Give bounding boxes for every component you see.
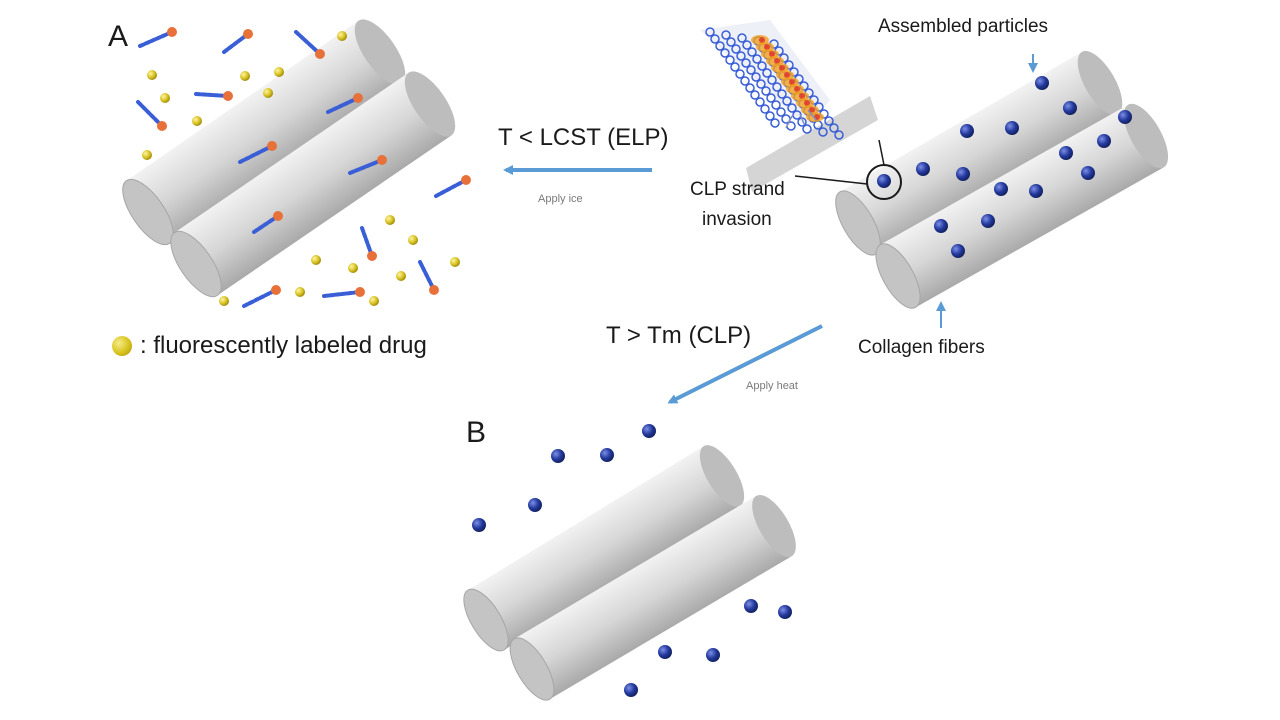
elp-clp-conjugate (238, 141, 277, 164)
process-arrows (503, 54, 1038, 404)
collagen-fiber (509, 494, 796, 701)
elp-clp-conjugate (138, 27, 177, 48)
assembled-particle (1081, 166, 1095, 180)
collagen-fiber (835, 50, 1123, 256)
elp-clp-conjugate (322, 287, 365, 298)
assembled-particles-label: Assembled particles (878, 16, 1049, 37)
drug-molecule (408, 235, 418, 245)
elp-clp-conjugate (434, 175, 471, 198)
drug-molecule (385, 215, 395, 225)
assembled-particle (744, 599, 758, 613)
drug-molecule (263, 88, 273, 98)
assembled-particle (916, 162, 930, 176)
assembled-particle (877, 174, 891, 188)
drug-molecule (311, 255, 321, 265)
assembled-particle (528, 498, 542, 512)
drug-molecule (240, 71, 250, 81)
elp-clp-conjugate (294, 30, 325, 59)
heat-arrow (667, 324, 823, 404)
elp-clp-conjugate (418, 260, 439, 295)
ice-action-label: Apply ice (538, 193, 583, 205)
drug-molecule (450, 257, 460, 267)
elp-clp-conjugate (222, 29, 253, 54)
drug-molecule (369, 296, 379, 306)
invasion-label: invasion (702, 209, 772, 230)
elp-clp-conjugate (252, 211, 283, 234)
drug-molecule (295, 287, 305, 297)
collagen-fiber (122, 19, 406, 246)
assembled-particle (1097, 134, 1111, 148)
molecular-inset (700, 20, 902, 200)
drug-molecule (142, 150, 152, 160)
heat-condition-label: T > Tm (CLP) (606, 322, 752, 349)
elp-clp-conjugates (136, 27, 471, 308)
drug-molecule (348, 263, 358, 273)
assembled-particle (934, 219, 948, 233)
assembled-particle (1059, 146, 1073, 160)
drug-legend-text: : fluorescently labeled drug (140, 332, 427, 359)
elp-clp-conjugate (360, 226, 377, 261)
assembled-particle (706, 648, 720, 662)
heat-action-label: Apply heat (746, 380, 798, 392)
elp-clp-conjugate (326, 93, 363, 114)
elp-clp-conjugate (194, 91, 233, 101)
drug-molecule (192, 116, 202, 126)
assembled-particle (1005, 121, 1019, 135)
panel-label-a: A (108, 20, 129, 53)
assembled-particle (1118, 110, 1132, 124)
clp-strand-label: CLP strand (690, 179, 785, 200)
drug-molecule (160, 93, 170, 103)
assembled-particle (1063, 101, 1077, 115)
assembled-particle (642, 424, 656, 438)
assembled-particle (951, 244, 965, 258)
assembled-particle (956, 167, 970, 181)
drug-legend: : fluorescently labeled drug (112, 332, 427, 360)
collagen-fiber (463, 445, 745, 652)
drug-molecule (396, 271, 406, 281)
assembled-particle (960, 124, 974, 138)
collagen-fibers-label: Collagen fibers (858, 337, 985, 358)
assembled-particle (624, 683, 638, 697)
assembled-particle (1035, 76, 1049, 90)
drug-molecule (147, 70, 157, 80)
assembled-particle (551, 449, 565, 463)
assembled-particles (472, 76, 1132, 697)
drug-legend-swatch (112, 336, 132, 356)
elp-clp-conjugate (242, 285, 281, 308)
drug-molecule (219, 296, 229, 306)
drug-molecules (142, 31, 460, 306)
collagen-fibers (122, 19, 1169, 701)
elp-clp-conjugate (136, 100, 167, 131)
panel-label-b: B (466, 416, 487, 449)
assembled-particle (658, 645, 672, 659)
ice-condition-label: T < LCST (ELP) (498, 124, 669, 151)
collagen-fiber (875, 103, 1169, 309)
assembled-particle (472, 518, 486, 532)
assembled-particle (994, 182, 1008, 196)
assembled-particle (600, 448, 614, 462)
drug-molecule (337, 31, 347, 41)
collagen-fiber (170, 71, 456, 298)
assembled-particle (778, 605, 792, 619)
drug-molecule (274, 67, 284, 77)
elp-clp-conjugate (348, 155, 387, 175)
assembled-particle (1029, 184, 1043, 198)
assembled-particle (981, 214, 995, 228)
